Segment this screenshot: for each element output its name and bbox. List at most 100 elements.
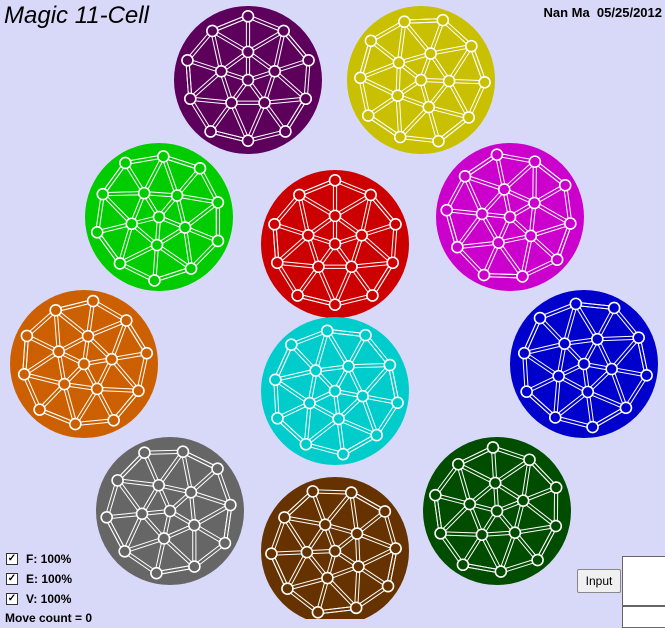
vertex-sticker[interactable]	[491, 149, 502, 160]
vertex-sticker[interactable]	[529, 156, 540, 167]
vertex-sticker[interactable]	[495, 566, 506, 577]
vertex-sticker[interactable]	[606, 364, 617, 375]
cell-cyan[interactable]	[261, 317, 409, 465]
vertex-sticker[interactable]	[505, 212, 516, 223]
vertex-sticker[interactable]	[186, 487, 197, 498]
vertex-sticker[interactable]	[363, 110, 374, 121]
vertex-sticker[interactable]	[365, 35, 376, 46]
vertex-sticker[interactable]	[83, 331, 94, 342]
vertex-sticker[interactable]	[587, 422, 598, 433]
vertex-sticker[interactable]	[367, 290, 378, 301]
vertex-sticker[interactable]	[346, 261, 357, 272]
vertex-sticker[interactable]	[346, 487, 357, 498]
vertex-sticker[interactable]	[477, 208, 488, 219]
vertex-sticker[interactable]	[351, 602, 362, 613]
vertex-sticker[interactable]	[524, 454, 535, 465]
vertex-sticker[interactable]	[535, 313, 546, 324]
vertex-sticker[interactable]	[551, 482, 562, 493]
vertex-sticker[interactable]	[390, 219, 401, 230]
vertex-sticker[interactable]	[59, 379, 70, 390]
vertex-sticker[interactable]	[300, 93, 311, 104]
vertex-sticker[interactable]	[517, 271, 528, 282]
vertex-sticker[interactable]	[212, 197, 223, 208]
input-field[interactable]	[622, 606, 665, 628]
vertex-sticker[interactable]	[452, 242, 463, 253]
vertex-sticker[interactable]	[330, 299, 341, 310]
faces-option[interactable]: ✓ F: 100%	[6, 552, 71, 566]
vertex-sticker[interactable]	[266, 548, 277, 559]
vertex-sticker[interactable]	[294, 189, 305, 200]
vertex-sticker[interactable]	[272, 257, 283, 268]
vertex-sticker[interactable]	[492, 506, 503, 517]
vertex-sticker[interactable]	[189, 520, 200, 531]
vertex-sticker[interactable]	[322, 325, 333, 336]
vertex-sticker[interactable]	[307, 486, 318, 497]
vertex-sticker[interactable]	[79, 359, 90, 370]
input-button[interactable]: Input	[577, 569, 621, 593]
vertex-sticker[interactable]	[97, 189, 108, 200]
vertex-sticker[interactable]	[330, 546, 341, 557]
vertex-sticker[interactable]	[151, 568, 162, 579]
vertex-sticker[interactable]	[499, 184, 510, 195]
vertex-sticker[interactable]	[106, 354, 117, 365]
vertex-sticker[interactable]	[395, 132, 406, 143]
vertex-sticker[interactable]	[151, 240, 162, 251]
vertex-sticker[interactable]	[280, 126, 291, 137]
vertex-sticker[interactable]	[338, 449, 349, 460]
vertex-sticker[interactable]	[243, 75, 254, 86]
vertex-sticker[interactable]	[278, 25, 289, 36]
vertex-sticker[interactable]	[149, 275, 160, 286]
vertex-sticker[interactable]	[112, 475, 123, 486]
vertex-sticker[interactable]	[444, 76, 455, 87]
vertex-sticker[interactable]	[487, 442, 498, 453]
vertex-sticker[interactable]	[154, 212, 165, 223]
vertex-sticker[interactable]	[476, 529, 487, 540]
vertex-sticker[interactable]	[390, 543, 401, 554]
vertex-sticker[interactable]	[303, 230, 314, 241]
vertex-sticker[interactable]	[383, 581, 394, 592]
vertex-sticker[interactable]	[550, 521, 561, 532]
vertex-sticker[interactable]	[153, 480, 164, 491]
vertex-sticker[interactable]	[519, 348, 530, 359]
cell-green[interactable]	[85, 143, 233, 291]
vertex-sticker[interactable]	[219, 538, 230, 549]
vertex-sticker[interactable]	[269, 219, 280, 230]
vertex-sticker[interactable]	[19, 369, 30, 380]
vertex-sticker[interactable]	[53, 346, 64, 357]
vertex-sticker[interactable]	[582, 386, 593, 397]
vertex-sticker[interactable]	[521, 386, 532, 397]
vertex-sticker[interactable]	[88, 296, 99, 307]
vertex-sticker[interactable]	[212, 463, 223, 474]
vertex-sticker[interactable]	[343, 361, 354, 372]
vertex-sticker[interactable]	[518, 495, 529, 506]
vertex-sticker[interactable]	[509, 527, 520, 538]
vertex-sticker[interactable]	[158, 533, 169, 544]
vertex-sticker[interactable]	[312, 607, 323, 618]
vertex-sticker[interactable]	[270, 374, 281, 385]
vertex-sticker[interactable]	[269, 66, 280, 77]
vertices-checkbox[interactable]: ✓	[6, 593, 18, 605]
vertex-sticker[interactable]	[301, 547, 312, 558]
vertex-sticker[interactable]	[399, 16, 410, 27]
vertex-sticker[interactable]	[320, 519, 331, 530]
vertex-sticker[interactable]	[330, 239, 341, 250]
vertex-sticker[interactable]	[330, 210, 341, 221]
vertex-sticker[interactable]	[532, 555, 543, 566]
vertex-sticker[interactable]	[34, 404, 45, 415]
vertex-sticker[interactable]	[365, 189, 376, 200]
cell-gray[interactable]	[96, 437, 244, 585]
vertex-sticker[interactable]	[304, 398, 315, 409]
vertex-sticker[interactable]	[357, 391, 368, 402]
vertex-sticker[interactable]	[435, 528, 446, 539]
vertex-sticker[interactable]	[330, 175, 341, 186]
vertex-sticker[interactable]	[387, 257, 398, 268]
vertex-sticker[interactable]	[139, 188, 150, 199]
vertex-sticker[interactable]	[108, 415, 119, 426]
cell-yellow[interactable]	[347, 6, 495, 154]
vertex-sticker[interactable]	[92, 383, 103, 394]
vertex-sticker[interactable]	[243, 135, 254, 146]
vertex-sticker[interactable]	[92, 227, 103, 238]
vertex-sticker[interactable]	[50, 305, 61, 316]
faces-checkbox[interactable]: ✓	[6, 553, 18, 565]
